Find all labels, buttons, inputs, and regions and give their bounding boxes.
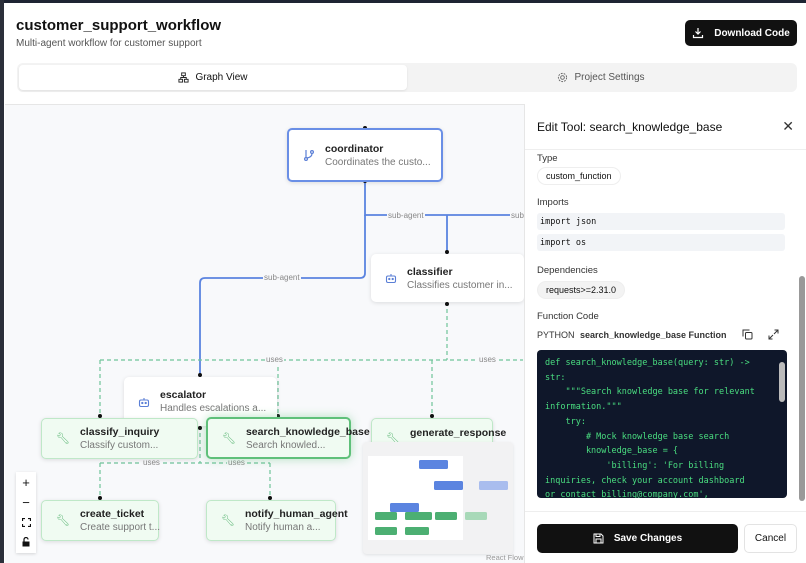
minimap-view (368, 456, 508, 540)
zoom-controls: + − (16, 472, 36, 553)
close-icon[interactable]: ✕ (782, 118, 794, 134)
fit-view-button[interactable] (16, 512, 36, 532)
minimap[interactable] (363, 442, 513, 554)
import-item: import os (537, 234, 785, 251)
download-code-button[interactable]: Download Code (685, 20, 797, 46)
save-icon (593, 533, 604, 544)
import-item: import json (537, 213, 785, 230)
node-description: Create support t... (79, 522, 161, 533)
node-name: generate_response (409, 427, 507, 439)
copy-icon[interactable] (742, 329, 753, 340)
window-left-border (0, 0, 4, 563)
edge-classifier-tools (99, 302, 523, 418)
cancel-button[interactable]: Cancel (744, 524, 797, 553)
code-content: def search_knowledge_base(query: str) ->… (545, 358, 755, 498)
graph-canvas[interactable]: sub-agent sub sub-agent uses uses uses u… (5, 104, 524, 563)
node-name: search_knowledge_base (245, 425, 370, 438)
tab-graph-view-label: Graph View (195, 72, 248, 83)
page-title: customer_support_workflow (16, 17, 222, 34)
edge-label: sub (510, 211, 524, 220)
bot-icon (138, 397, 150, 407)
edge-escalator-tools (99, 426, 271, 500)
node-name: coordinator (325, 142, 384, 155)
code-editor[interactable]: def search_knowledge_base(query: str) ->… (537, 350, 787, 498)
type-label: Type (537, 153, 558, 164)
node-name: escalator (160, 389, 207, 401)
imports-label: Imports (537, 197, 569, 208)
zoom-out-button[interactable]: − (22, 494, 30, 510)
type-badge: custom_function (537, 167, 621, 185)
edge-label: uses (478, 355, 497, 364)
wrench-icon: 🔧︎ (56, 515, 70, 527)
edge-label: sub-agent (263, 273, 301, 282)
node-name: create_ticket (79, 508, 145, 520)
tab-graph-view[interactable]: Graph View (19, 65, 407, 90)
node-name: classify_inquiry (79, 426, 160, 438)
download-code-label: Download Code (714, 27, 790, 39)
view-tabs: Graph View Project Settings (17, 63, 797, 92)
node-description: Classify custom... (79, 440, 159, 451)
bot-icon (385, 274, 397, 284)
panel-scrollbar[interactable] (799, 156, 806, 508)
page-subtitle: Multi-agent workflow for customer suppor… (16, 38, 202, 49)
branch-icon (304, 150, 314, 161)
wrench-icon: 🔧︎ (221, 515, 235, 527)
tab-project-settings[interactable]: Project Settings (407, 65, 795, 90)
lock-button[interactable] (16, 532, 36, 552)
save-changes-label: Save Changes (613, 533, 683, 544)
edge-label: uses (227, 458, 246, 467)
tab-project-settings-label: Project Settings (574, 72, 645, 83)
node-description: Coordinates the custo... (325, 156, 431, 168)
edge-label: sub-agent (387, 211, 425, 220)
code-language: PYTHON (537, 330, 575, 340)
gear-icon (558, 72, 568, 83)
node-description: Search knowled... (245, 439, 326, 451)
zoom-in-button[interactable]: + (22, 474, 30, 490)
panel-header: Edit Tool: search_knowledge_base ✕ (525, 104, 806, 150)
dependencies-label: Dependencies (537, 265, 598, 276)
expand-icon[interactable] (768, 329, 779, 340)
panel-body[interactable]: Type custom_function Imports import json… (525, 151, 806, 511)
lock-icon (22, 537, 30, 547)
node-description: Classifies customer in... (407, 279, 513, 291)
fit-view-icon (21, 517, 31, 527)
edit-tool-panel: Edit Tool: search_knowledge_base ✕ Type … (524, 104, 806, 563)
node-description: Notify human a... (244, 522, 321, 533)
save-changes-button[interactable]: Save Changes (537, 524, 738, 553)
edge-label: uses (265, 355, 284, 364)
function-code-label: Function Code (537, 311, 599, 322)
code-scrollbar[interactable] (779, 354, 785, 494)
window-top-border (0, 0, 806, 3)
dependency-badge: requests>=2.31.0 (537, 281, 626, 299)
download-icon (693, 28, 704, 39)
panel-footer: Save Changes Cancel (525, 511, 806, 563)
node-name: notify_human_agent (244, 508, 348, 520)
node-description: Handles escalations a... (160, 403, 267, 414)
node-name: classifier (407, 265, 453, 278)
graph-icon (178, 72, 189, 83)
function-title: search_knowledge_base Function (580, 330, 727, 340)
panel-title: Edit Tool: search_knowledge_base (537, 119, 723, 134)
edge-coordinator-escalator (199, 215, 366, 377)
wrench-icon: 🔧︎ (56, 433, 70, 445)
wrench-icon: 🔧︎ (222, 432, 236, 445)
react-flow-attribution[interactable]: React Flow (486, 553, 524, 562)
edge-label: uses (142, 458, 161, 467)
